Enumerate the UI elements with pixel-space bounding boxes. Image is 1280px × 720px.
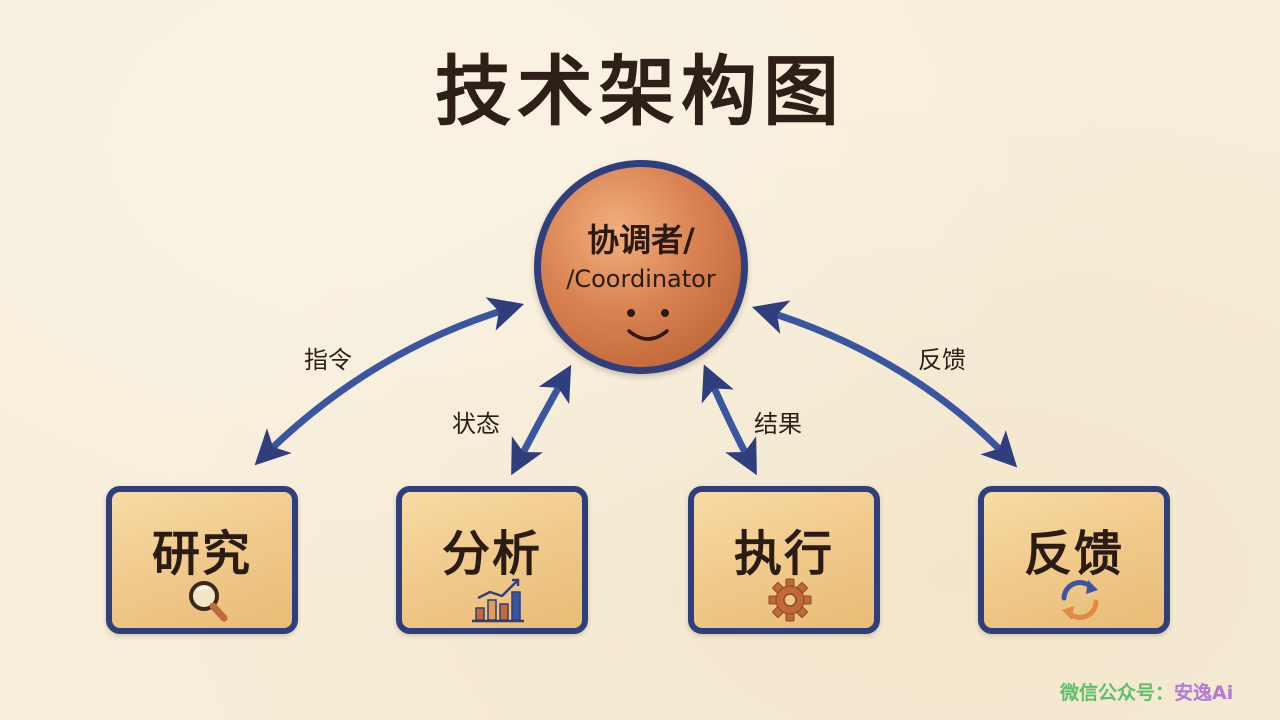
coordinator-title: 协调者/ xyxy=(587,221,695,259)
node-label: 分析 xyxy=(441,526,542,582)
watermark-name: 安逸Ai xyxy=(1174,682,1234,704)
watermark-prefix: 微信公众号： xyxy=(1060,682,1175,704)
watermark: 微信公众号：安逸Ai xyxy=(1060,678,1270,708)
page-title: 技术架构图 xyxy=(435,47,845,136)
refresh-icon xyxy=(1061,580,1099,620)
coordinator-node: 协调者/ /Coordinator xyxy=(534,160,748,374)
node-label: 反馈 xyxy=(1023,526,1124,582)
node-label: 研究 xyxy=(151,526,252,582)
edge-label-instruction: 指令 xyxy=(304,346,352,374)
node-label: 执行 xyxy=(733,526,834,582)
edge-label-result: 结果 xyxy=(754,410,802,438)
node-analysis: 分析 xyxy=(396,486,588,634)
gear-icon xyxy=(768,578,812,622)
arrow-analysis xyxy=(511,364,572,476)
magnifier-icon xyxy=(189,581,228,622)
smiley-face-icon xyxy=(627,309,669,341)
arrow-feedback xyxy=(751,300,1018,468)
node-execution: 执行 xyxy=(688,486,880,634)
coordinator-subtitle: /Coordinator xyxy=(566,265,716,293)
edge-label-feedback: 反馈 xyxy=(918,346,966,374)
node-feedback: 反馈 xyxy=(978,486,1170,634)
node-research: 研究 xyxy=(106,486,298,634)
arrow-research xyxy=(254,297,525,466)
bar-chart-icon xyxy=(472,578,524,623)
edge-label-status: 状态 xyxy=(452,410,500,438)
arrow-execution xyxy=(701,364,757,476)
